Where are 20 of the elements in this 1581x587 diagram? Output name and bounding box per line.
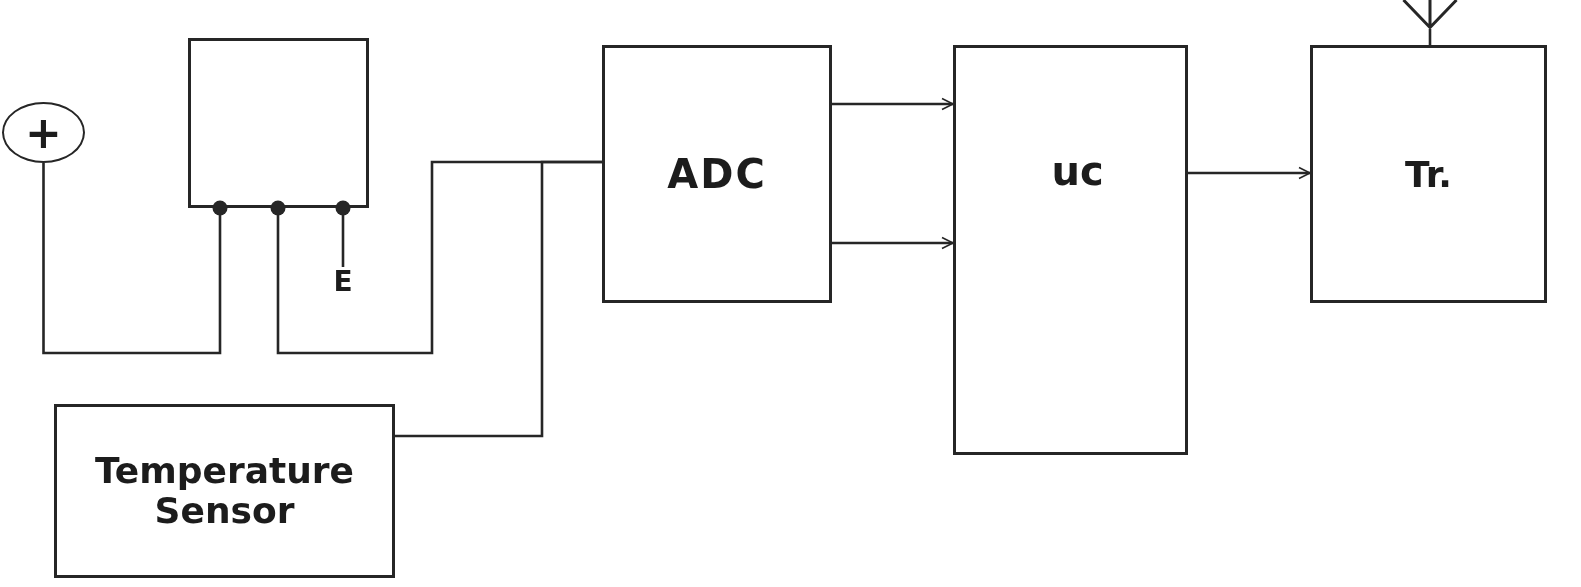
arrow	[832, 236, 954, 250]
wire	[335, 200, 351, 267]
transmitter-box	[1310, 45, 1547, 303]
block-label: Tr.	[1405, 153, 1452, 195]
arrow	[832, 97, 954, 111]
controller-box	[953, 45, 1188, 455]
arrow	[1188, 166, 1311, 180]
antenna-icon	[1402, 0, 1458, 29]
wire	[395, 160, 602, 438]
wire	[42, 163, 228, 355]
block-label: uc	[1051, 148, 1104, 194]
block-label: Temperature Sensor	[94, 451, 355, 531]
terminal-circle	[2, 102, 85, 163]
pin-label: E	[331, 267, 355, 297]
sensor-box	[54, 404, 395, 578]
converter-box	[602, 45, 832, 303]
plus-sign: +	[25, 110, 62, 155]
block-label: ADC	[667, 151, 767, 197]
wire	[1428, 29, 1432, 45]
chip-box	[188, 38, 369, 208]
